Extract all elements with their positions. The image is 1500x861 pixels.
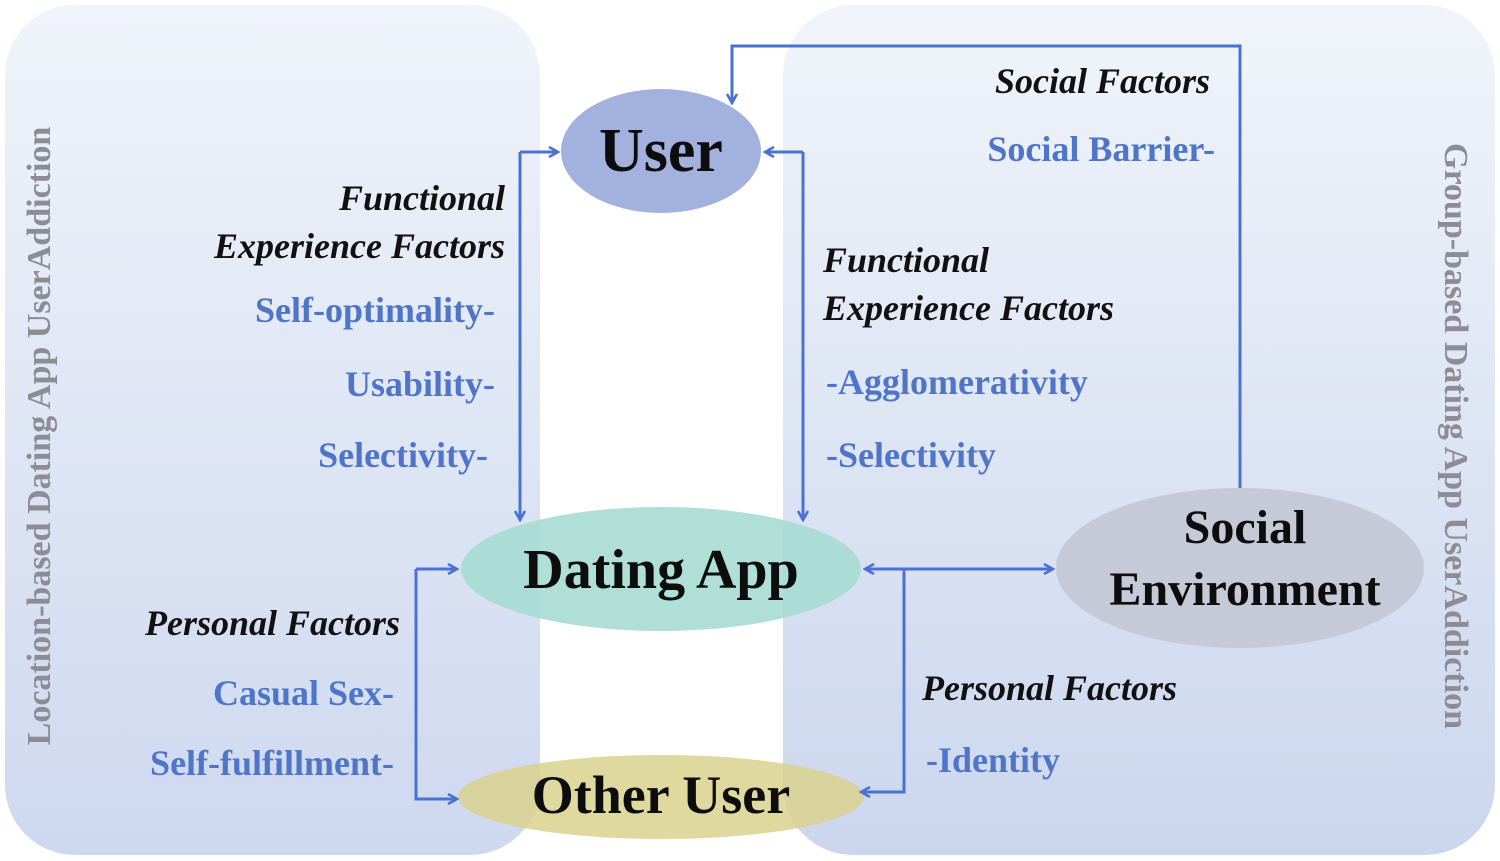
other-user-label: Other User <box>531 765 791 825</box>
right-side-label: Group-based Dating App UserAddiction <box>1437 143 1474 729</box>
dating-app-node <box>461 507 861 631</box>
left-functional-item: Selectivity- <box>318 435 488 475</box>
left-functional-item: Usability- <box>344 364 495 404</box>
right-social-heading: Social Factors <box>994 61 1210 101</box>
social-environment-node <box>1056 488 1424 648</box>
left-side-label: Location-based Dating App UserAddiction <box>21 126 58 746</box>
user-node <box>561 89 761 213</box>
right-functional-heading-line1: Functional <box>823 240 990 280</box>
right-functional-item: -Selectivity <box>826 435 996 475</box>
right-functional-item: -Agglomerativity <box>826 362 1088 402</box>
arrow-social-to-user <box>732 44 1242 488</box>
social-environment-label-line1: Social <box>1183 501 1307 554</box>
other-user-node <box>458 755 864 839</box>
left-functional-item: Self-optimality- <box>255 290 495 330</box>
right-personal-item: -Identity <box>926 740 1060 780</box>
left-personal-item: Self-fulfillment- <box>150 743 394 783</box>
right-functional-heading-line2: Experience Factors <box>823 288 1114 328</box>
right-social-item: Social Barrier- <box>987 129 1215 169</box>
left-personal-item: Casual Sex- <box>212 673 394 713</box>
user-label: User <box>599 117 723 185</box>
left-functional-heading-line2: Experience Factors <box>214 226 505 266</box>
left-panel <box>5 5 540 855</box>
right-panel <box>783 5 1495 855</box>
right-personal-heading: Personal Factors <box>922 668 1178 708</box>
arrow-to-other-user-right <box>861 569 906 792</box>
dating-app-label: Dating App <box>523 539 799 601</box>
left-functional-heading-line1: Functional <box>338 178 505 218</box>
social-environment-label-line2: Environment <box>1109 563 1381 616</box>
arrow-left-other-user <box>414 569 457 799</box>
left-personal-heading: Personal Factors <box>144 603 400 643</box>
